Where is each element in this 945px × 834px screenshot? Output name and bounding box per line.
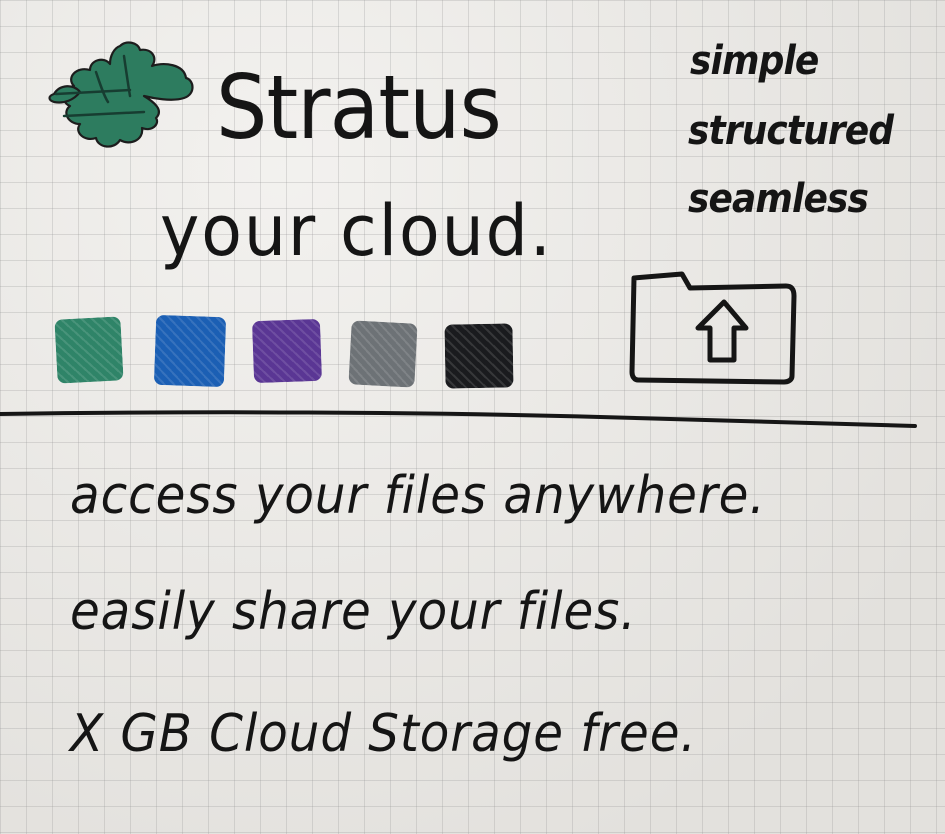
feature-free-storage: X GB Cloud Storage free. — [70, 704, 697, 764]
folder-upload-icon[interactable] — [628, 268, 798, 386]
swatch-gray — [348, 320, 418, 388]
brand-tagline: your cloud. — [160, 190, 553, 272]
feature-access-anywhere: access your files anywhere. — [70, 466, 766, 526]
section-divider — [0, 410, 917, 428]
swatch-blue — [153, 314, 227, 388]
cloud-blob-icon — [48, 41, 194, 148]
trait-simple: simple — [690, 38, 819, 84]
trait-seamless: seamless — [688, 176, 869, 222]
swatch-black — [444, 323, 514, 389]
trait-structured: structured — [688, 108, 894, 154]
brand-name: Stratus — [216, 56, 502, 159]
feature-easy-share: easily share your files. — [70, 582, 637, 642]
swatch-green — [54, 316, 124, 384]
swatch-purple — [251, 318, 323, 384]
